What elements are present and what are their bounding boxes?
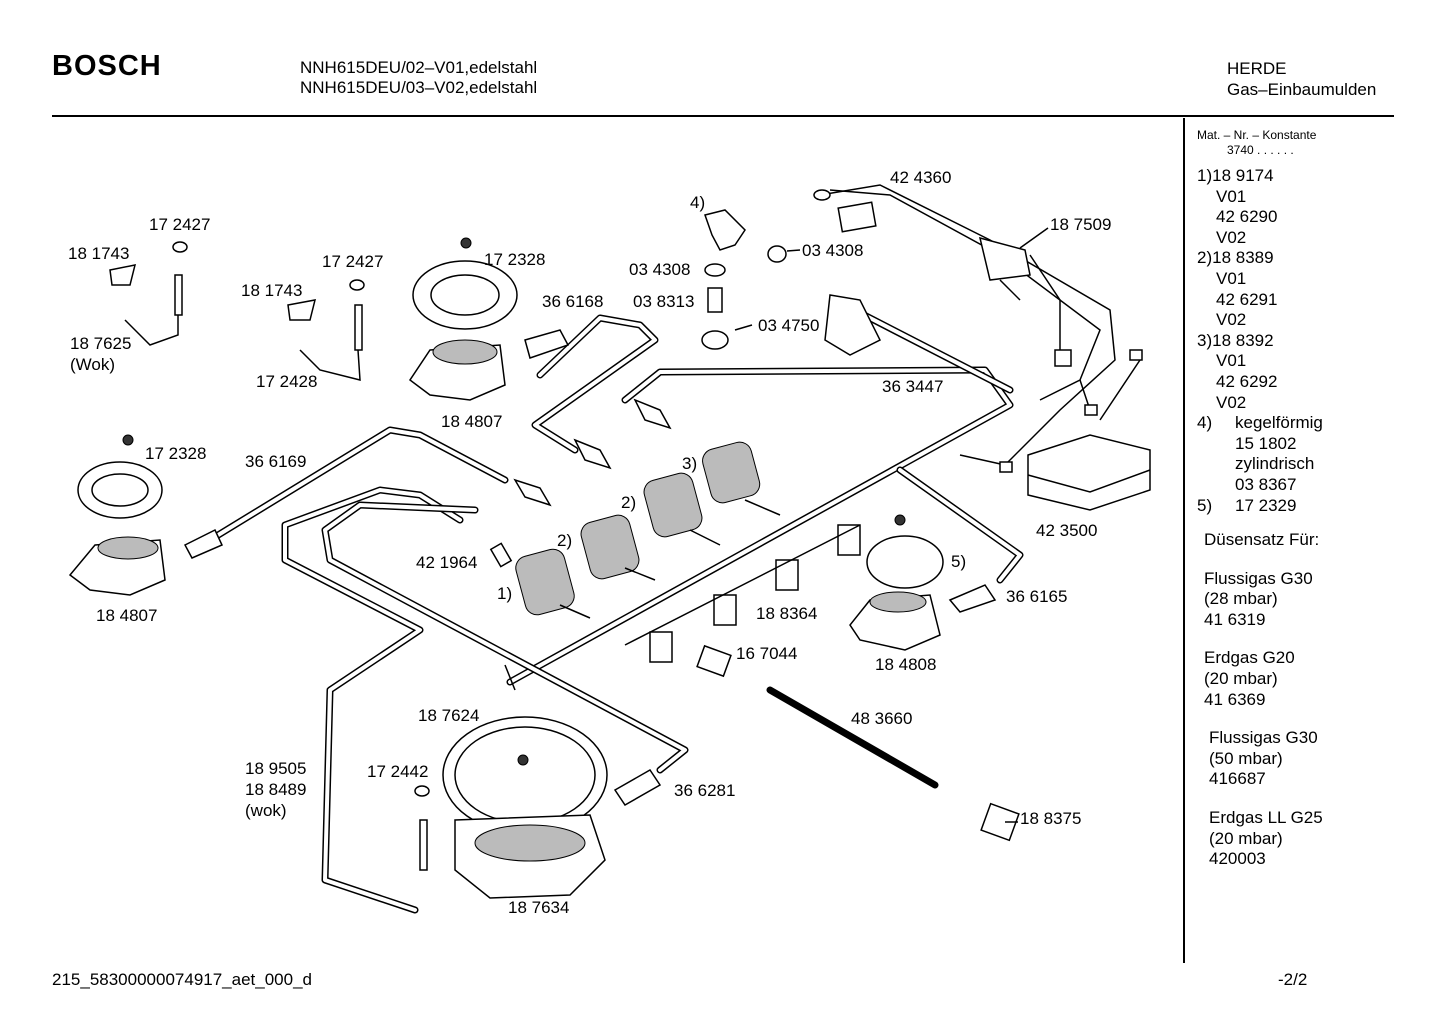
- part-label: 18 7624: [418, 706, 480, 725]
- brand-logo: BOSCH: [52, 50, 162, 82]
- gas-valves: [515, 441, 781, 619]
- part-label: 17 2442: [367, 762, 429, 781]
- part-label: 36 6169: [245, 452, 307, 471]
- model-line-2: NNH615DEU/03–V02,edelstahl: [300, 78, 538, 97]
- document-id: 215_58300000074917_aet_000_d: [52, 970, 312, 989]
- part-label: 17 2328: [484, 250, 546, 269]
- part-label: 18 4807: [441, 412, 503, 431]
- note-4: 4)kegelförmig: [1197, 413, 1323, 433]
- part-label: 18 8489: [245, 780, 307, 799]
- gas-pipe-network: [206, 296, 1024, 914]
- note-4-line: 15 1802: [1235, 433, 1297, 453]
- leader-lines: [734, 227, 1049, 823]
- product-category: HERDE Gas–Einbaumulden: [1227, 58, 1376, 100]
- part-label: 4): [690, 193, 706, 212]
- note-4-line: 03 8367: [1235, 474, 1297, 494]
- part-label: 17 2328: [145, 444, 207, 463]
- part-label: 03 4308: [802, 241, 864, 260]
- part-label: 18 7509: [1050, 215, 1112, 234]
- category-line-2: Gas–Einbaumulden: [1227, 80, 1377, 99]
- part-label: 2): [621, 493, 637, 512]
- part-label: 17 2427: [322, 252, 384, 271]
- part-label: 18 4808: [875, 655, 937, 674]
- sidebar-divider: [1183, 118, 1185, 963]
- variant-line: V02: [1216, 227, 1247, 247]
- part-label: 48 3660: [851, 709, 913, 728]
- part-label: 18 8375: [1020, 809, 1082, 828]
- part-label: 18 7625: [70, 334, 132, 353]
- part-label: 3): [682, 454, 698, 473]
- nozzle-set: Flussigas G30 (28 mbar) 41 6319: [1204, 568, 1313, 629]
- page-number: -2/2: [1278, 970, 1308, 989]
- variant-line: V02: [1216, 310, 1247, 330]
- part-label: 03 4750: [758, 316, 820, 335]
- part-label: 36 6165: [1006, 587, 1068, 606]
- fittings: [109, 209, 1020, 871]
- model-line-1: NNH615DEU/02–V01,edelstahl: [300, 58, 538, 77]
- part-label: 1): [497, 584, 513, 603]
- part-label: 16 7044: [736, 644, 798, 663]
- nozzle-set: Erdgas LL G25 (20 mbar) 420003: [1209, 808, 1323, 869]
- burner-components: [68, 237, 944, 899]
- part-label: 18 7634: [508, 898, 570, 917]
- part-label: 18 8364: [756, 604, 818, 623]
- part-label: 42 3500: [1036, 521, 1098, 540]
- nozzle-set: Flussigas G30 (50 mbar) 416687: [1209, 728, 1318, 789]
- nozzle-title: Düsensatz Für:: [1204, 530, 1320, 550]
- note-4-line: zylindrisch: [1235, 454, 1315, 474]
- part-label: 18 9505: [245, 759, 307, 778]
- part-label: 03 4308: [629, 260, 691, 279]
- part-label: 42 4360: [890, 168, 952, 187]
- variant-line: 3)18 8392: [1197, 330, 1274, 350]
- part-label: (wok): [245, 801, 287, 820]
- part-label: 17 2427: [149, 215, 211, 234]
- note-5: 5)17 2329: [1197, 495, 1297, 515]
- header-divider: [52, 115, 1394, 117]
- model-designation: NNH615DEU/02–V01,edelstahl NNH615DEU/03–…: [300, 58, 537, 98]
- variant-line: 1)18 9174: [1197, 166, 1274, 185]
- variant-line: V02: [1216, 392, 1247, 412]
- part-label: 03 8313: [633, 292, 695, 311]
- part-label: 17 2428: [256, 372, 318, 391]
- part-label: 18 1743: [68, 244, 130, 263]
- category-line-1: HERDE: [1227, 59, 1287, 78]
- nozzle-set: Erdgas G20 (20 mbar) 41 6369: [1204, 648, 1295, 709]
- thermocouple-clips: [624, 524, 861, 663]
- parts-sidebar: Mat. – Nr. – Konstante 3740 . . . . . . …: [1197, 128, 1323, 870]
- variant-line: V01: [1216, 268, 1247, 288]
- part-label: 5): [951, 552, 967, 571]
- part-label: (Wok): [70, 355, 116, 374]
- part-label: 42 1964: [416, 553, 478, 572]
- constant-value: 3740 . . . . . .: [1227, 143, 1294, 157]
- variant-line: V01: [1216, 351, 1247, 371]
- wiring-harness: [813, 184, 1151, 511]
- part-label: 36 3447: [882, 377, 944, 396]
- variant-line: 42 6290: [1216, 207, 1278, 227]
- part-label: 18 4807: [96, 606, 158, 625]
- variant-line: 2)18 8389: [1197, 248, 1274, 268]
- exploded-parts-diagram: [68, 184, 1151, 914]
- variant-line: 42 6292: [1216, 371, 1278, 391]
- variant-line: V01: [1216, 186, 1247, 206]
- part-label: 36 6168: [542, 292, 604, 311]
- part-label: 36 6281: [674, 781, 736, 800]
- part-label: 18 1743: [241, 281, 303, 300]
- constant-label: Mat. – Nr. – Konstante: [1197, 128, 1317, 142]
- part-label: 2): [557, 531, 573, 550]
- variant-line: 42 6291: [1216, 289, 1278, 309]
